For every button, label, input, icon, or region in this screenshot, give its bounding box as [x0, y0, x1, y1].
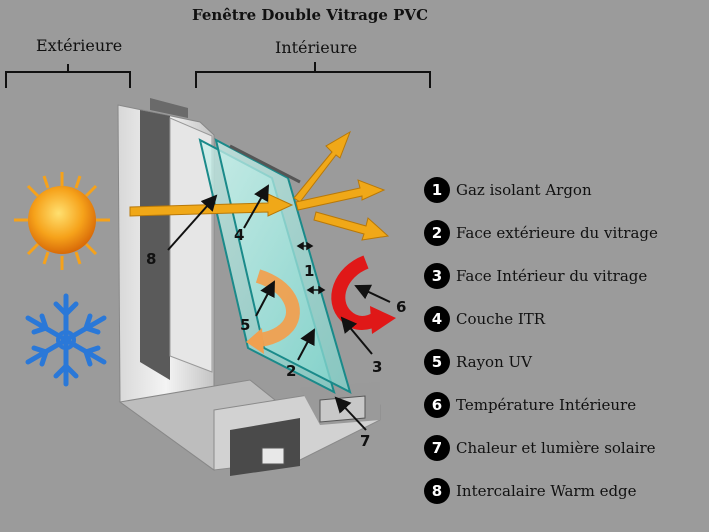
legend-number-badge: 3	[424, 262, 450, 289]
legend-label: Couche ITR	[456, 309, 546, 328]
legend-label: Rayon UV	[456, 352, 532, 371]
legend-label: Intercalaire Warm edge	[456, 481, 637, 500]
legend-item: 7 Chaleur et lumière solaire	[424, 426, 709, 469]
callout-5: 5	[240, 316, 250, 334]
legend-item: 1 Gaz isolant Argon	[424, 168, 709, 211]
legend-number-badge: 5	[424, 348, 450, 375]
callout-lines	[167, 184, 391, 431]
exterior-label: Extérieure	[36, 36, 123, 55]
legend-label: Température Intérieure	[456, 395, 637, 414]
legend-number-badge: 4	[424, 305, 450, 332]
legend: 1 Gaz isolant Argon 2 Face extérieure du…	[424, 168, 709, 512]
sun-icon	[14, 172, 110, 270]
legend-item: 5 Rayon UV	[424, 340, 709, 383]
window-frame	[117, 98, 381, 476]
legend-label: Chaleur et lumière solaire	[456, 438, 656, 457]
glass-panes	[198, 138, 352, 394]
legend-item: 3 Face Intérieur du vitrage	[424, 254, 709, 297]
diagram-title: Fenêtre Double Vitrage PVC	[191, 6, 429, 24]
snowflake-icon	[25, 293, 107, 387]
legend-item: 8 Intercalaire Warm edge	[424, 469, 709, 512]
callout-7: 7	[360, 432, 370, 450]
interior-temperature-arrow	[331, 255, 396, 334]
legend-number-badge: 7	[424, 434, 450, 461]
uv-ray-arrow	[246, 269, 300, 354]
argon-gap-markers	[296, 241, 326, 295]
callout-1: 1	[304, 262, 314, 280]
callout-6: 6	[396, 298, 406, 316]
legend-number-badge: 1	[424, 176, 450, 203]
legend-label: Face extérieure du vitrage	[456, 223, 658, 242]
legend-label: Face Intérieur du vitrage	[456, 266, 648, 285]
legend-item: 6 Température Intérieure	[424, 383, 709, 426]
interior-label: Intérieure	[275, 38, 358, 57]
callout-3: 3	[372, 358, 382, 376]
legend-number-badge: 2	[424, 219, 450, 246]
legend-number-badge: 6	[424, 391, 450, 418]
legend-item: 2 Face extérieure du vitrage	[424, 211, 709, 254]
interior-bracket	[195, 62, 431, 88]
legend-label: Gaz isolant Argon	[456, 180, 592, 199]
callout-8: 8	[146, 250, 156, 268]
legend-item: 4 Couche ITR	[424, 297, 709, 340]
exterior-bracket	[5, 64, 131, 88]
solar-light-arrows	[129, 130, 390, 241]
legend-number-badge: 8	[424, 477, 450, 504]
callout-4: 4	[234, 226, 244, 244]
callout-2: 2	[286, 362, 296, 380]
